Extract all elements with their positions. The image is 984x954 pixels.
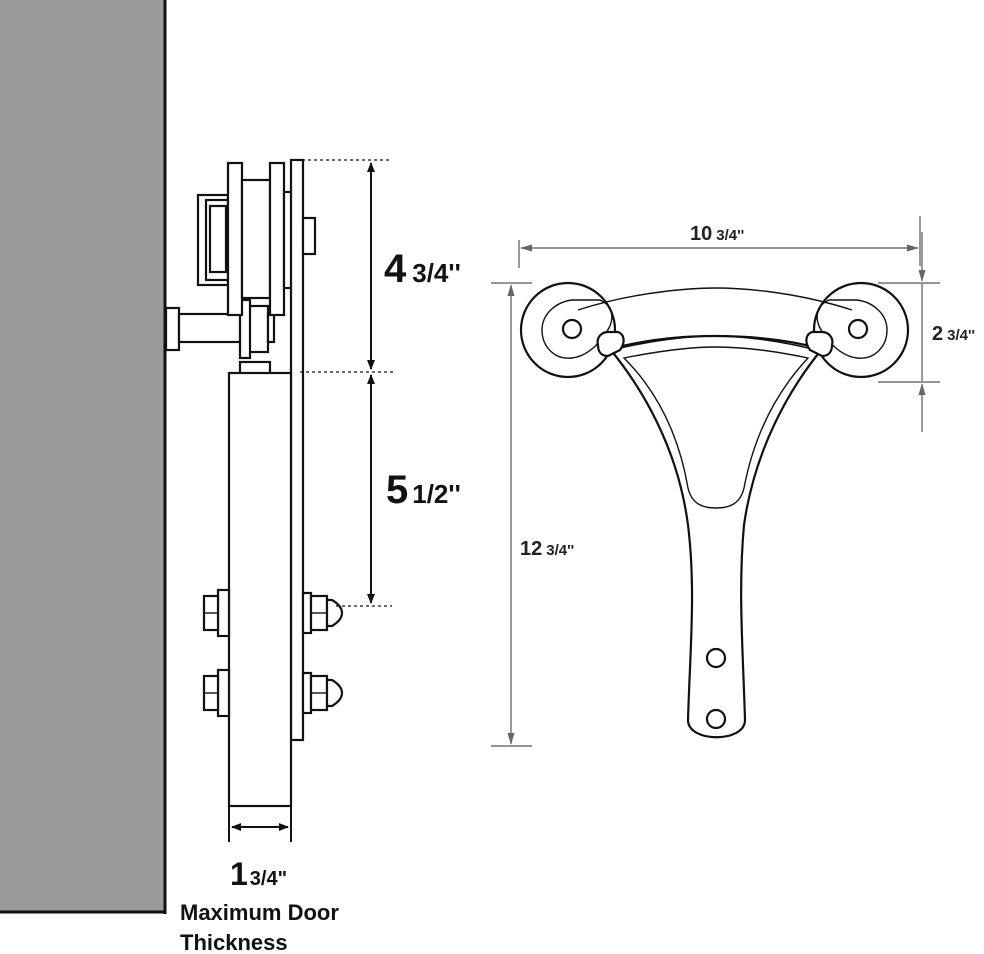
hanger-tab	[301, 216, 317, 256]
hanger-slot-left	[596, 330, 625, 358]
wheel-side-view	[196, 161, 294, 317]
hanger-bolt-hole-lower	[705, 708, 727, 730]
svg-text:51/2'': 51/2''	[386, 468, 461, 512]
hanger-inner-opening	[622, 346, 810, 509]
svg-text:43/4'': 43/4''	[384, 247, 461, 291]
wheel-left-inner	[541, 299, 613, 359]
door-bolt-lower-left	[202, 668, 231, 718]
hanger-arch-lower	[603, 335, 825, 353]
caption-line-1: Maximum Door	[180, 900, 339, 925]
door-bolt-upper-left	[202, 588, 231, 638]
door-side-view	[227, 371, 293, 808]
hanger-front-view	[519, 281, 910, 739]
cap-nut-upper	[301, 591, 344, 635]
hanger-strap	[289, 158, 305, 742]
side-view-assembly	[164, 158, 344, 808]
svg-text:13/4": 13/4"	[230, 856, 287, 892]
side-dimension-lines	[228, 159, 396, 842]
hanger-bolt-hole-upper	[705, 647, 727, 669]
front-dimension-lines	[491, 216, 940, 747]
hanger-outline	[608, 334, 824, 739]
wheel-left-hole	[561, 318, 583, 340]
svg-text:123/4'': 123/4''	[520, 538, 574, 560]
hanger-slot-right	[805, 330, 834, 358]
caption-line-2: Thickness	[180, 930, 288, 954]
wall-panel	[0, 0, 165, 912]
svg-text:103/4'': 103/4''	[690, 223, 744, 245]
cap-nut-lower	[301, 671, 344, 715]
wheel-right-hole	[847, 318, 869, 340]
standoff-bolt	[164, 298, 276, 360]
wall	[0, 0, 167, 914]
svg-text:23/4'': 23/4''	[932, 323, 975, 345]
wheel-right-inner	[816, 299, 888, 359]
hanger-arch-upper	[577, 287, 853, 311]
